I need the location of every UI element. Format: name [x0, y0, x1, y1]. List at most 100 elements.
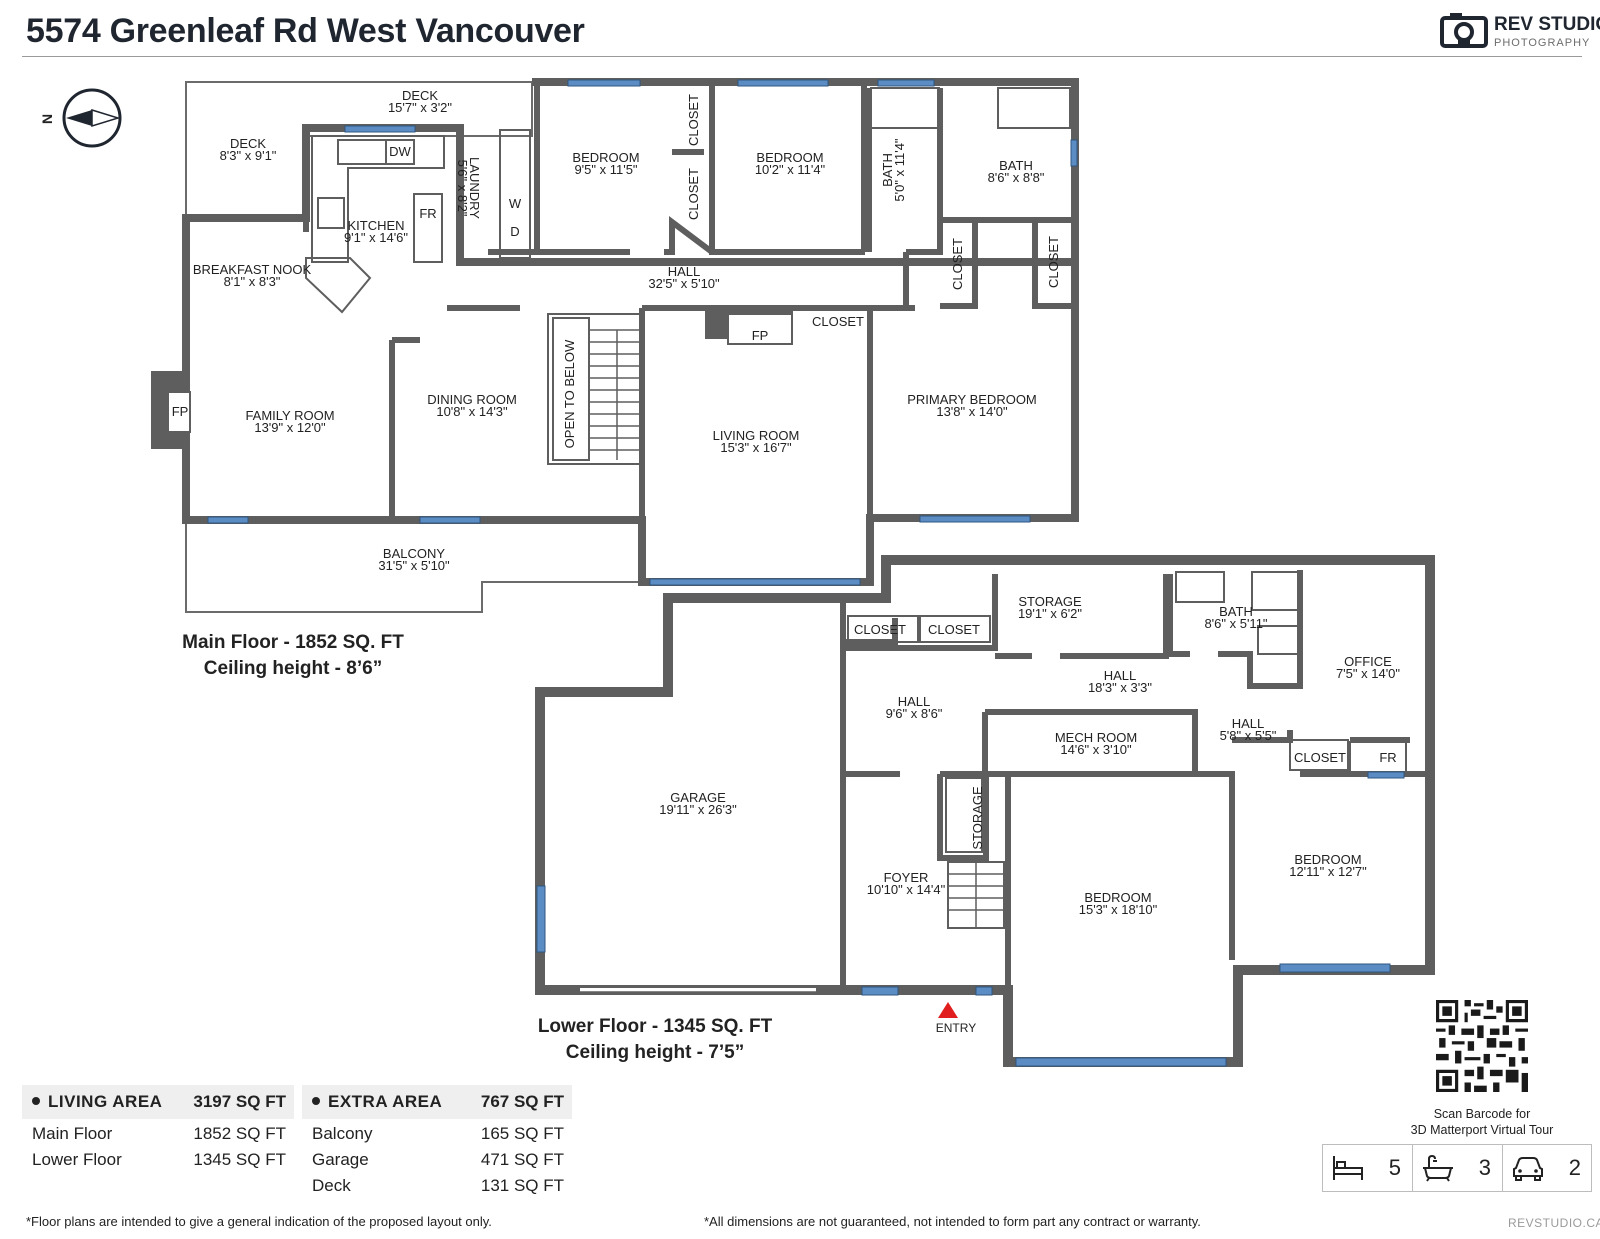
room-hall-2-name: HALL: [898, 694, 931, 709]
row-value: 1345 SQ FT: [193, 1150, 286, 1169]
room-bedroom-1-dim: 9'5" x 11'5": [574, 162, 637, 177]
room-family-room-name: FAMILY ROOM: [245, 408, 334, 423]
room-mech-room-dim: 14'6" x 3'10": [1060, 742, 1132, 757]
fridge-label-kitchen: FR: [419, 206, 436, 221]
feature-summary: 5 3 2: [1322, 1144, 1592, 1192]
closet-label-8: CLOSET: [1294, 750, 1346, 765]
main-floor-ceiling: Ceiling height - 8’6”: [203, 658, 383, 679]
room-garage-name: GARAGE: [670, 790, 726, 805]
room-dining-room-dim: 10'8" x 14'3": [436, 404, 508, 419]
bedrooms-value: 5: [1388, 1155, 1401, 1180]
room-bedroom-2-name: BEDROOM: [756, 150, 823, 165]
bathtub-icon: [1423, 1154, 1453, 1182]
fridge-label-lower: FR: [1379, 750, 1396, 765]
room-primary-bedroom-name: PRIMARY BEDROOM: [907, 392, 1037, 407]
extra-area-label: EXTRA AREA: [312, 1092, 442, 1112]
table-row: Balcony 165 SQ FT: [302, 1119, 572, 1145]
row-label: Main Floor: [32, 1124, 113, 1143]
table-row: Garage 471 SQ FT: [302, 1145, 572, 1171]
bathrooms-value: 3: [1478, 1155, 1491, 1180]
living-area-table: LIVING AREA 3197 SQ FT Main Floor 1852 S…: [22, 1085, 294, 1171]
room-bath-3-name: BATH: [1219, 604, 1253, 619]
row-value: 165 SQ FT: [480, 1124, 564, 1143]
table-row: Main Floor 1852 SQ FT: [22, 1119, 294, 1145]
lower-floor-labels: STORAGE 19'1" x 6'2" BATH 8'6" x 5'11" O…: [659, 594, 1400, 1035]
parking-value: 2: [1568, 1155, 1581, 1180]
room-storage-1-dim: 19'1" x 6'2": [1018, 606, 1082, 621]
room-balcony-name: BALCONY: [383, 546, 445, 561]
room-breakfast-nook-name: BREAKFAST NOOK: [193, 262, 312, 277]
header: 5574 Greenleaf Rd West Vancouver REV STU…: [0, 0, 1600, 58]
room-deck-left-name: DECK: [230, 136, 266, 151]
brand-subtitle: PHOTOGRAPHY: [1494, 37, 1591, 49]
main-floor-area: Main Floor - 1852 SQ. FT: [182, 632, 404, 653]
row-label: Garage: [312, 1150, 369, 1169]
row-value: 1852 SQ FT: [193, 1124, 286, 1143]
row-label: Balcony: [312, 1124, 373, 1143]
room-bedroom-3-dim: 15'3" x 18'10": [1079, 902, 1158, 917]
compass-icon: [62, 88, 122, 148]
dishwasher-label: DW: [389, 144, 411, 159]
room-bath-3-dim: 8'6" x 5'11": [1204, 616, 1267, 631]
main-floor-outer-wall: [182, 78, 1079, 586]
room-hall-3-name: HALL: [1232, 716, 1265, 731]
closet-label-5: CLOSET: [812, 314, 864, 329]
fireplace-label-living: FP: [752, 328, 769, 343]
entry-marker-icon: [938, 1002, 958, 1018]
room-laundry-dim: 5'6" x 8'2": [455, 160, 470, 217]
dryer-label: D: [510, 224, 519, 239]
room-office-name: OFFICE: [1344, 654, 1392, 669]
brand-name: REV STUDIO: [1494, 14, 1600, 35]
row-label: Deck: [312, 1176, 351, 1195]
lower-floor-ceiling: Ceiling height - 7’5”: [565, 1042, 745, 1063]
room-hall-3-dim: 5'8" x 5'5": [1220, 728, 1277, 743]
room-balcony-dim: 31'5" x 5'10": [378, 558, 450, 573]
camera-icon: [1440, 13, 1488, 48]
living-area-label: LIVING AREA: [32, 1092, 162, 1112]
room-bath-1-name: BATH: [880, 153, 895, 187]
room-living-room-dim: 15'3" x 16'7": [720, 440, 792, 455]
living-area-total: 3197 SQ FT: [193, 1092, 286, 1111]
closet-label-3: CLOSET: [950, 238, 965, 290]
compass-north-label: N: [39, 114, 55, 124]
room-dining-room-name: DINING ROOM: [427, 392, 517, 407]
parking-count: 2: [1503, 1145, 1591, 1191]
row-value: 131 SQ FT: [480, 1176, 564, 1195]
header-divider: [22, 56, 1582, 57]
qr-code-icon[interactable]: [1436, 1000, 1528, 1092]
brand-logo: REV STUDIO PHOTOGRAPHY: [1440, 10, 1600, 50]
living-area-header: LIVING AREA 3197 SQ FT: [22, 1085, 294, 1119]
closet-label-1: CLOSET: [686, 94, 701, 146]
open-to-below-label: OPEN TO BELOW: [562, 339, 577, 448]
closet-label-6: CLOSET: [854, 622, 906, 637]
room-bedroom-4-name: BEDROOM: [1294, 852, 1361, 867]
room-deck-left-dim: 8'3" x 9'1": [220, 148, 277, 163]
website-link[interactable]: REVSTUDIO.CA: [1508, 1216, 1600, 1230]
room-living-room-name: LIVING ROOM: [713, 428, 800, 443]
car-icon: [1513, 1157, 1543, 1181]
room-bedroom-4-dim: 12'11" x 12'7": [1289, 864, 1367, 879]
extra-area-table: EXTRA AREA 767 SQ FT Balcony 165 SQ FT G…: [302, 1085, 572, 1197]
page-title: 5574 Greenleaf Rd West Vancouver: [26, 12, 585, 50]
washer-label: W: [509, 196, 522, 211]
row-value: 471 SQ FT: [480, 1150, 564, 1169]
room-hall-1-dim: 18'3" x 3'3": [1088, 680, 1152, 695]
lower-floor-plan: [535, 555, 1435, 1067]
lower-floor-area: Lower Floor - 1345 SQ. FT: [537, 1016, 773, 1037]
lower-floor-label: Lower Floor - 1345 SQ. FT Ceiling height…: [536, 1014, 774, 1066]
disclaimer-dimensions: *All dimensions are not guaranteed, not …: [704, 1214, 1201, 1229]
stairs-lower: [947, 861, 1005, 929]
closet-label-4: CLOSET: [1046, 236, 1061, 288]
room-foyer-dim: 10'10" x 14'4": [867, 882, 946, 897]
fireplace-label-family: FP: [172, 404, 189, 419]
room-kitchen-name: KITCHEN: [347, 218, 404, 233]
table-row: Lower Floor 1345 SQ FT: [22, 1145, 294, 1171]
bedrooms-count: 5: [1323, 1145, 1411, 1191]
room-hall-2-dim: 9'6" x 8'6": [886, 706, 943, 721]
qr-caption: Scan Barcode for 3D Matterport Virtual T…: [1394, 1106, 1570, 1138]
extra-area-total: 767 SQ FT: [480, 1092, 564, 1111]
room-laundry-name: LAUNDRY: [467, 157, 482, 219]
stairs-main: [590, 329, 644, 460]
room-hall-main-dim: 32'5" x 5'10": [648, 276, 720, 291]
